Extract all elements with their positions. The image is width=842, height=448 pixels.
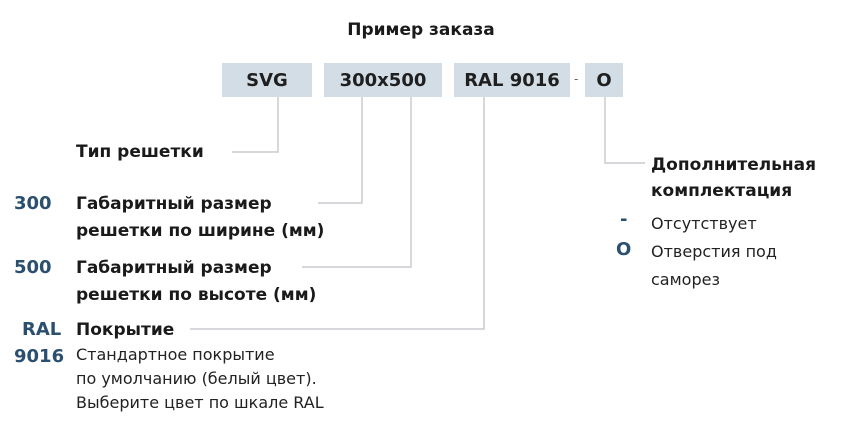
extras-option-text-line2: саморез bbox=[651, 270, 720, 289]
extras-option-text: Отсутствует bbox=[651, 214, 757, 233]
extras-option-code: O bbox=[616, 239, 632, 260]
order-box-color: RAL 9016 bbox=[454, 63, 570, 97]
width-label-line1: Габаритный размер bbox=[76, 194, 272, 214]
extras-option-code: - bbox=[620, 209, 628, 230]
connector-type bbox=[232, 97, 279, 153]
height-code: 500 bbox=[14, 257, 52, 278]
coating-label: Покрытие bbox=[76, 320, 175, 340]
connector-extras bbox=[604, 97, 645, 164]
coating-desc-line3: Выберите цвет по шкале RAL bbox=[76, 393, 324, 412]
width-label-line2: решетки по ширине (мм) bbox=[76, 221, 325, 241]
extras-label-line2: комплектация bbox=[651, 181, 793, 201]
connector-width bbox=[318, 97, 363, 204]
height-label-line1: Габаритный размер bbox=[76, 258, 272, 278]
width-code: 300 bbox=[14, 193, 52, 214]
order-box-option: O bbox=[585, 63, 623, 97]
connector-height bbox=[302, 97, 412, 268]
extras-option-text: Отверстия под bbox=[651, 242, 777, 261]
extras-label-line1: Дополнительная bbox=[651, 155, 817, 175]
order-box-type: SVG bbox=[222, 63, 312, 97]
coating-code-line2: 9016 bbox=[14, 346, 65, 367]
height-label-line2: решетки по высоте (мм) bbox=[76, 285, 317, 305]
coating-desc-line2: по умолчанию (белый цвет). bbox=[76, 369, 317, 388]
coating-desc-line1: Стандартное покрытие bbox=[76, 345, 275, 364]
connector-coating bbox=[190, 97, 485, 330]
page-title: Пример заказа bbox=[347, 20, 495, 40]
order-box-size: 300x500 bbox=[324, 63, 442, 97]
order-separator: - bbox=[574, 72, 579, 86]
coating-code-line1: RAL bbox=[22, 319, 62, 340]
grille-type-label: Тип решетки bbox=[76, 142, 204, 162]
